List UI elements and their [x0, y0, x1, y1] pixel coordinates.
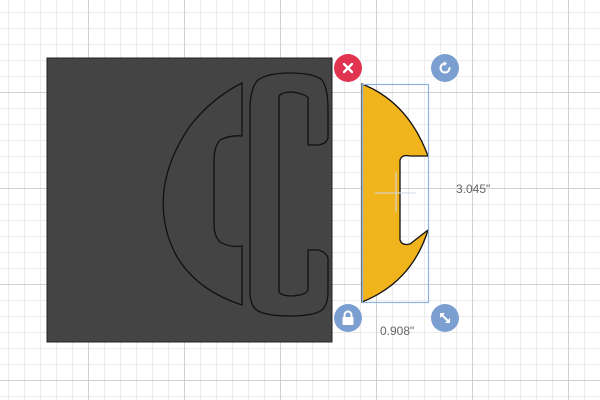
rotate-button[interactable]	[431, 54, 459, 82]
delete-button[interactable]	[334, 54, 362, 82]
width-dimension-label: 0.908"	[380, 324, 415, 338]
close-icon	[342, 62, 354, 74]
rotate-icon	[439, 61, 451, 74]
lock-icon	[342, 310, 354, 325]
resize-icon	[440, 313, 450, 323]
selection-bounding-box[interactable]	[361, 83, 430, 304]
lock-aspect-button[interactable]	[334, 304, 362, 332]
resize-button[interactable]	[431, 304, 459, 332]
monogram-middle-letter[interactable]	[249, 72, 329, 317]
monogram-left-letter[interactable]	[162, 81, 243, 306]
height-dimension-label: 3.045"	[456, 182, 491, 196]
